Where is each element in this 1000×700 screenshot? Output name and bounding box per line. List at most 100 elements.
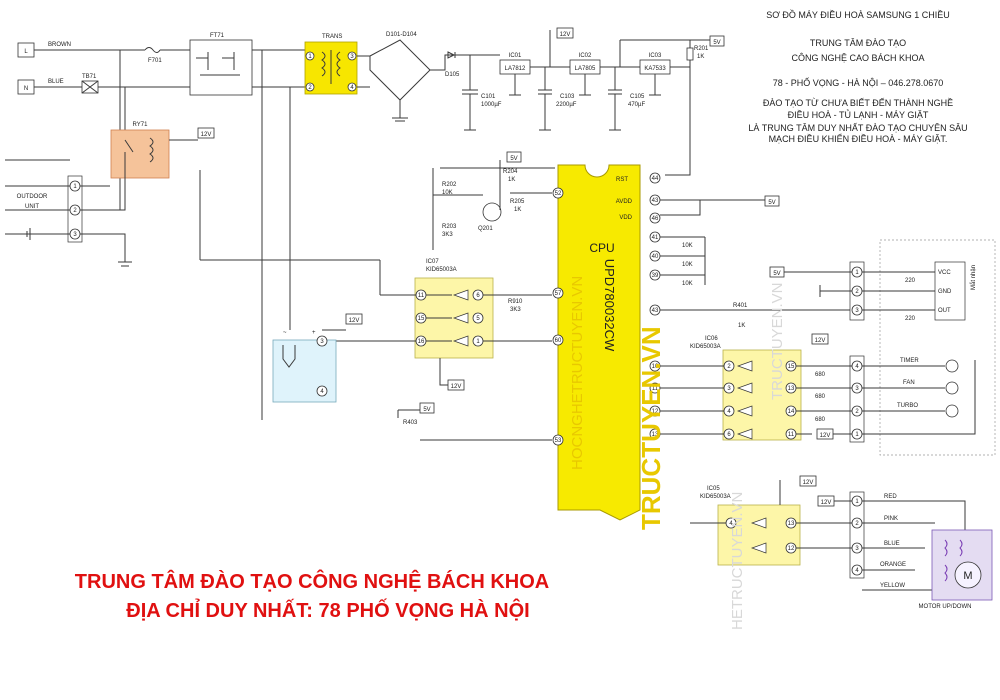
svg-text:680: 680 bbox=[815, 417, 826, 423]
cpu-body bbox=[557, 164, 641, 521]
outdoor-unit-connector: OUTDOOR UNIT 1 2 3 bbox=[5, 159, 132, 267]
svg-text:12V: 12V bbox=[349, 318, 360, 324]
svg-text:11: 11 bbox=[788, 432, 795, 438]
svg-text:1: 1 bbox=[855, 499, 859, 505]
led-timer bbox=[945, 359, 959, 373]
svg-text:IC02: IC02 bbox=[579, 53, 592, 59]
svg-text:11: 11 bbox=[418, 293, 425, 299]
svg-text:1: 1 bbox=[308, 54, 312, 60]
svg-text:5V: 5V bbox=[510, 156, 517, 162]
bridge-label: D101-D104 bbox=[386, 32, 417, 38]
svg-text:YELLOW: YELLOW bbox=[880, 583, 905, 589]
watermark-tructuyen: TRUCTUYEN.VN bbox=[636, 326, 666, 530]
ry71-label: RY71 bbox=[133, 122, 149, 128]
q201-label: Q201 bbox=[478, 226, 493, 232]
svg-text:4: 4 bbox=[727, 409, 731, 415]
svg-text:IC06: IC06 bbox=[705, 336, 718, 342]
receiver-connector: 1 2 3 5V 220 220 VCC GND OUT Mắt nhận bbox=[769, 239, 996, 456]
header-address: 78 - PHỐ VỌNG - HÀ NỘI – 046.278.0670 bbox=[773, 77, 944, 88]
svg-text:3: 3 bbox=[855, 386, 859, 392]
svg-text:39: 39 bbox=[652, 273, 659, 279]
motor-caption: MOTOR UP/DOWN bbox=[919, 604, 972, 610]
svg-text:R401: R401 bbox=[733, 303, 748, 309]
svg-text:12V: 12V bbox=[815, 338, 826, 344]
fuse-label: F701 bbox=[148, 58, 162, 64]
svg-text:IC03: IC03 bbox=[649, 53, 662, 59]
banner-line-1: TRUNG TÂM ĐÀO TẠO CÔNG NGHỆ BÁCH KHOA bbox=[75, 569, 549, 593]
ft71-box bbox=[189, 39, 253, 96]
header-center-name-2: CÔNG NGHỆ CAO BÁCH KHOA bbox=[791, 53, 924, 63]
svg-text:GND: GND bbox=[938, 289, 952, 295]
svg-text:3K3: 3K3 bbox=[510, 307, 521, 313]
svg-text:5V: 5V bbox=[773, 271, 780, 277]
svg-text:470µF: 470µF bbox=[628, 102, 645, 108]
svg-text:3: 3 bbox=[727, 386, 731, 392]
power-input: L N BROWN BLUE F701 TB71 FT71 TRANS 1 2 … bbox=[17, 32, 500, 420]
svg-text:43: 43 bbox=[652, 198, 659, 204]
svg-text:14: 14 bbox=[788, 409, 795, 415]
svg-text:12V: 12V bbox=[803, 480, 814, 486]
svg-text:44: 44 bbox=[652, 176, 659, 182]
transformer-label: TRANS bbox=[322, 34, 342, 40]
svg-text:KID65003A: KID65003A bbox=[700, 494, 731, 500]
svg-text:VDD: VDD bbox=[619, 215, 632, 221]
svg-text:15: 15 bbox=[788, 364, 795, 370]
svg-text:11: 11 bbox=[652, 386, 659, 392]
blue-wire-label: BLUE bbox=[48, 79, 64, 85]
svg-text:2: 2 bbox=[308, 85, 312, 91]
svg-text:5V: 5V bbox=[768, 200, 775, 206]
ry71-relay-box bbox=[110, 129, 170, 179]
svg-text:40: 40 bbox=[652, 254, 659, 260]
tb71-label: TB71 bbox=[82, 74, 97, 80]
svg-text:3: 3 bbox=[855, 308, 859, 314]
svg-text:4: 4 bbox=[350, 85, 354, 91]
header-block: SƠ ĐỒ MÁY ĐIỀU HOÀ SAMSUNG 1 CHIỀU TRUNG… bbox=[748, 9, 967, 144]
watermark-group: HOCNGHETRUCTUYEN.VN TRUCTUYEN.VN TRUCTUY… bbox=[569, 276, 786, 630]
svg-text:10K: 10K bbox=[442, 190, 453, 196]
led-turbo bbox=[945, 404, 959, 418]
svg-text:680: 680 bbox=[815, 394, 826, 400]
svg-text:2: 2 bbox=[855, 289, 859, 295]
svg-text:12: 12 bbox=[788, 546, 795, 552]
svg-text:13: 13 bbox=[652, 432, 659, 438]
svg-text:5: 5 bbox=[476, 316, 480, 322]
l-terminal: L bbox=[24, 49, 28, 55]
svg-text:10K: 10K bbox=[682, 243, 693, 249]
watermark-site: TRUCTUYEN.VN bbox=[769, 282, 786, 400]
svg-text:IC07: IC07 bbox=[426, 259, 439, 265]
svg-text:220: 220 bbox=[905, 278, 916, 284]
watermark-site-2: HETRUCTUYEN.VN bbox=[729, 492, 746, 630]
svg-text:VCC: VCC bbox=[938, 270, 951, 276]
header-tagline-2: ĐIỀU HOÀ - TỦ LẠNH - MÁY GIẶT bbox=[788, 109, 929, 120]
svg-text:BLUE: BLUE bbox=[884, 541, 900, 547]
svg-text:R202: R202 bbox=[442, 182, 457, 188]
led-fan bbox=[945, 381, 959, 395]
svg-text:5V: 5V bbox=[423, 407, 430, 413]
svg-text:AVDD: AVDD bbox=[616, 199, 633, 205]
ic03-part: KA7533 bbox=[644, 66, 666, 72]
motor-symbol: M bbox=[963, 570, 972, 582]
svg-text:6: 6 bbox=[727, 432, 731, 438]
svg-text:2: 2 bbox=[855, 409, 859, 415]
svg-text:R204: R204 bbox=[503, 169, 518, 175]
svg-text:1: 1 bbox=[855, 432, 859, 438]
header-tagline-3: LÀ TRUNG TÂM DUY NHẤT ĐÀO TẠO CHUYÊN SÂU bbox=[748, 123, 967, 133]
svg-text:R205: R205 bbox=[510, 199, 525, 205]
svg-text:12V: 12V bbox=[821, 500, 832, 506]
ic05-driver: IC05 KID65003A 12V 4 13 12 12V bbox=[690, 475, 852, 566]
ry71-12v-tag: 12V bbox=[201, 132, 212, 138]
svg-text:680: 680 bbox=[815, 372, 826, 378]
ic07-driver: IC07 KID65003A 11 15 16 6 5 1 12V R910 3… bbox=[199, 170, 552, 391]
svg-text:1: 1 bbox=[476, 339, 480, 345]
svg-text:1000µF: 1000µF bbox=[481, 102, 502, 108]
svg-text:60: 60 bbox=[555, 338, 562, 344]
svg-text:KID65003A: KID65003A bbox=[426, 267, 457, 273]
svg-text:10K: 10K bbox=[682, 262, 693, 268]
svg-text:57: 57 bbox=[555, 291, 562, 297]
svg-text:220: 220 bbox=[905, 316, 916, 322]
header-tagline: ĐÀO TẠO TỪ CHƯA BIẾT ĐẾN THÀNH NGHỀ bbox=[763, 98, 953, 108]
svg-text:12: 12 bbox=[652, 409, 659, 415]
svg-text:53: 53 bbox=[555, 438, 562, 444]
svg-text:3K3: 3K3 bbox=[442, 232, 453, 238]
